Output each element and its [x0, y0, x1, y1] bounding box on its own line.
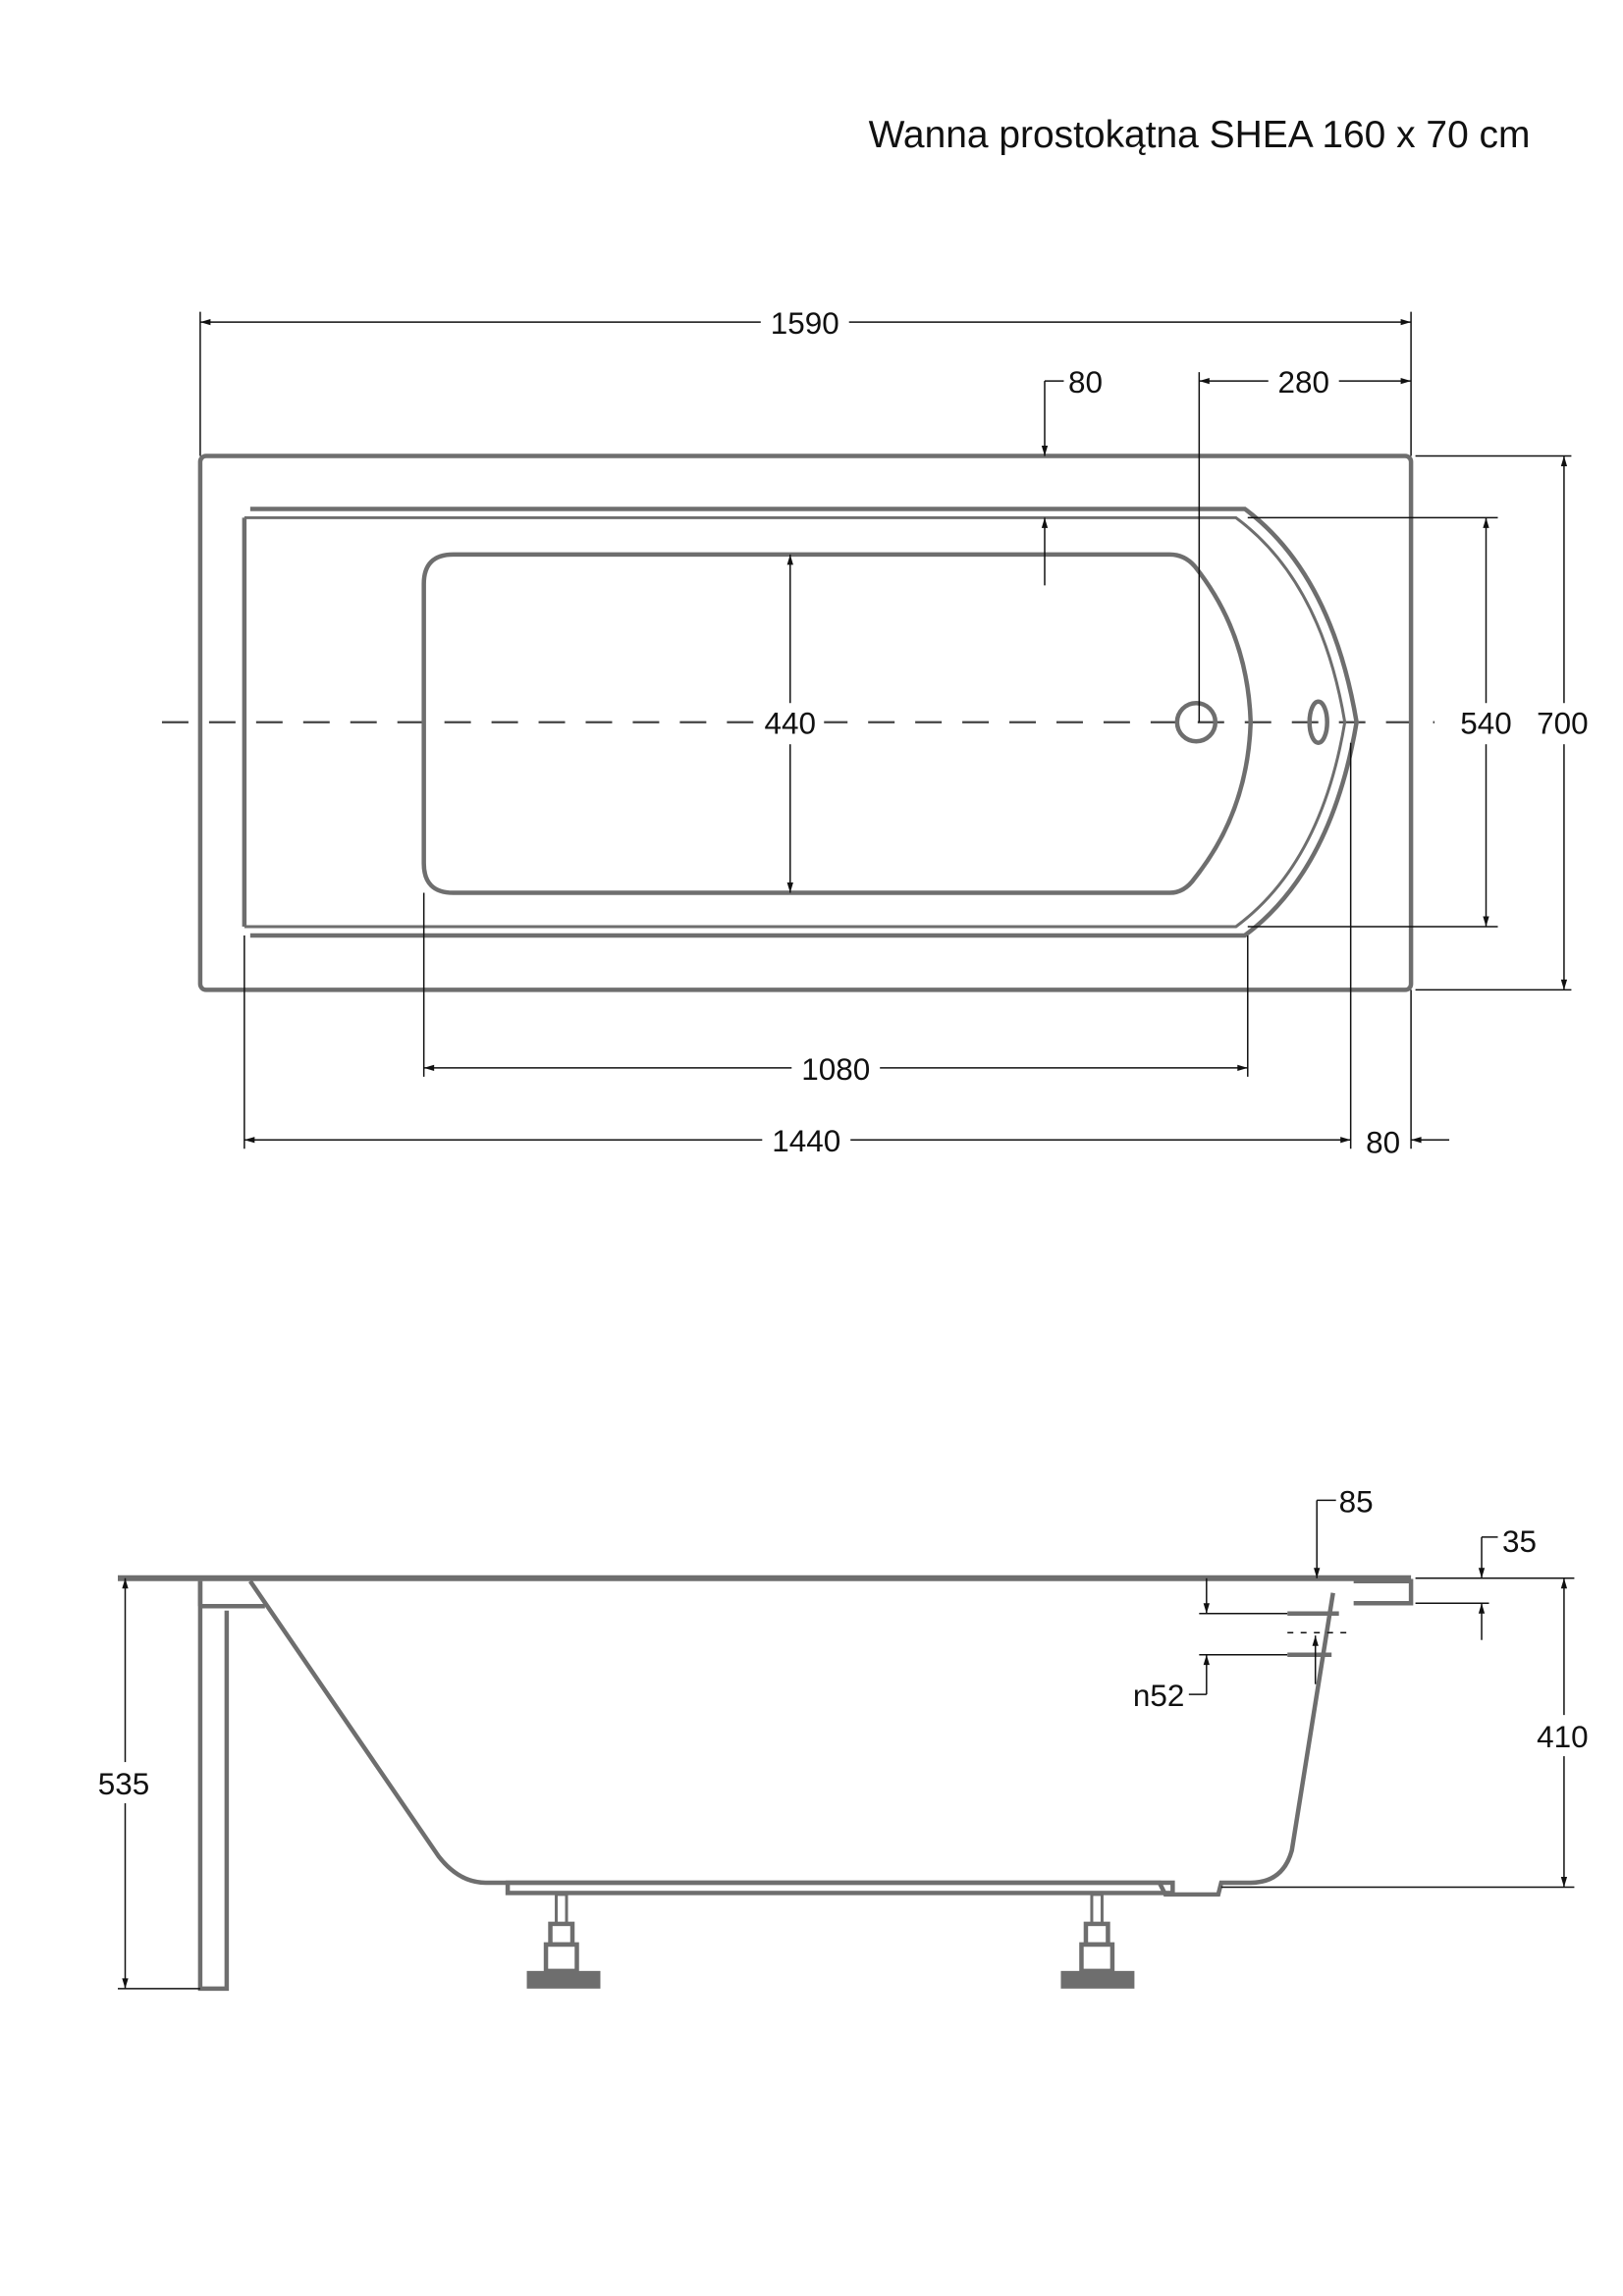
inner-rim-outline	[242, 507, 1359, 938]
tub-profile	[248, 1579, 1335, 1897]
panel-bracket	[197, 1580, 265, 1609]
overflow-hole	[1307, 699, 1329, 745]
base-frame	[505, 1880, 1175, 1896]
dim-inner-length: 1440	[772, 1124, 840, 1158]
dim-overflow: n52	[1133, 1679, 1184, 1713]
leg-left	[526, 1893, 601, 1989]
dim-end-rim: 80	[1366, 1126, 1400, 1160]
front-panel	[197, 1580, 230, 1992]
dim-overall-length: 1590	[771, 306, 839, 341]
dim-overall-width: 700	[1537, 707, 1588, 741]
dim-inner-bottom-width: 440	[765, 707, 816, 741]
dim-tub-depth: 410	[1537, 1720, 1588, 1754]
inner-rim-inner-line	[243, 515, 1347, 929]
dim-total-height: 535	[98, 1767, 149, 1801]
side-view: 535 410 85 35 n52	[88, 1484, 1601, 1992]
basin-bottom-outline	[421, 552, 1254, 895]
leg-right	[1060, 1893, 1135, 1989]
drain-hole	[1174, 700, 1218, 744]
drawing-title: Wanna prostokątna SHEA 160 x 70 cm	[869, 114, 1531, 156]
outer-rim-outline	[197, 454, 1414, 992]
dim-drain-offset: 280	[1277, 365, 1328, 400]
dim-rim-thickness: 35	[1502, 1524, 1537, 1559]
top-view: 1590 280 80 440 540 700 1080	[161, 301, 1601, 1161]
dim-inner-width: 540	[1460, 707, 1511, 741]
dim-rim-width: 80	[1068, 365, 1103, 400]
dim-rim-offset: 85	[1339, 1484, 1374, 1519]
rim-ledge	[1353, 1578, 1414, 1606]
dim-bottom-length: 1080	[801, 1052, 870, 1087]
